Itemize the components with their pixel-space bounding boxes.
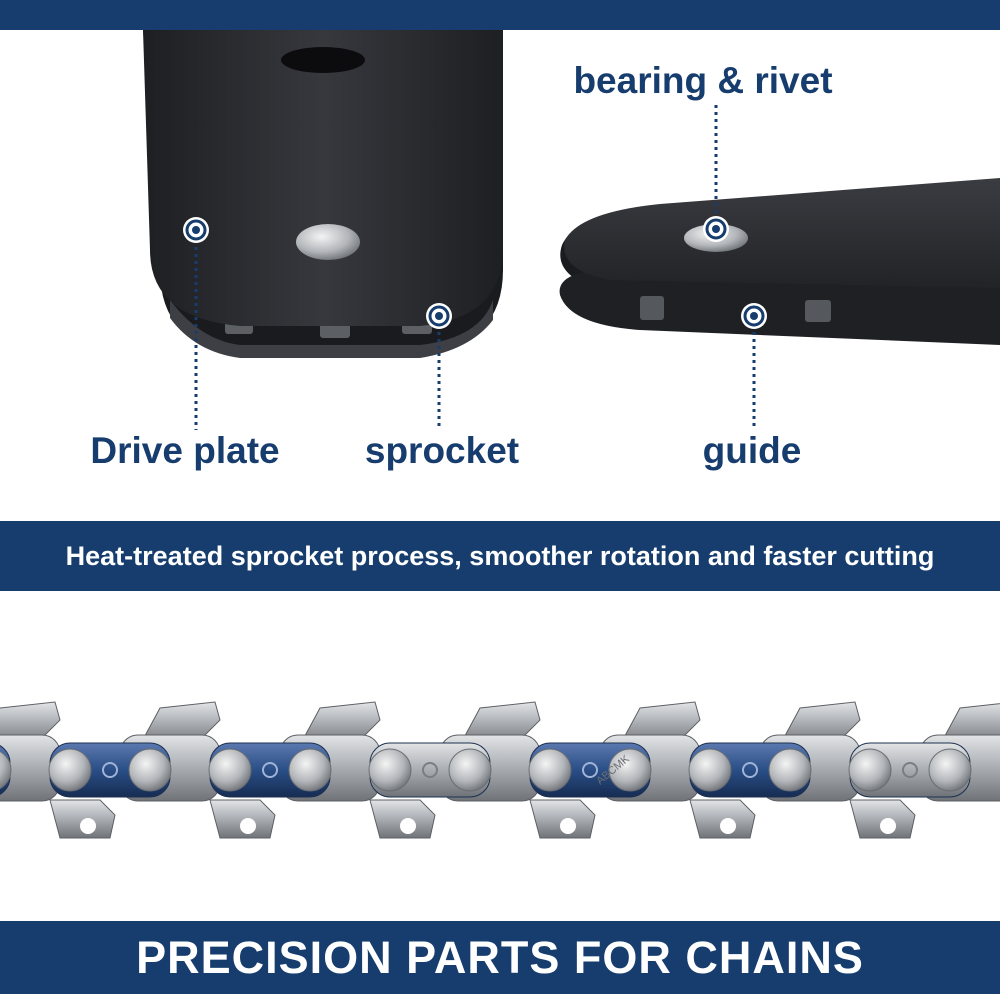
marker-guide [741, 303, 767, 329]
marker-bearing-rivet [703, 216, 729, 242]
left-guide-bar [143, 30, 503, 358]
marker-drive-plate [183, 217, 209, 243]
feature-banner: Heat-treated sprocket process, smoother … [0, 521, 1000, 591]
label-bearing-rivet: bearing & rivet [573, 60, 833, 101]
label-drive-plate: Drive plate [90, 430, 280, 471]
top-band [0, 0, 1000, 30]
callout-markers [183, 216, 767, 329]
marker-sprocket [426, 303, 452, 329]
callout-lines [194, 105, 756, 430]
label-guide: guide [702, 430, 802, 471]
saw-chain [0, 701, 1000, 839]
footer-title: PRECISION PARTS FOR CHAINS [0, 921, 1000, 994]
right-guide-bar [559, 178, 1000, 345]
label-sprocket: sprocket [364, 430, 520, 471]
